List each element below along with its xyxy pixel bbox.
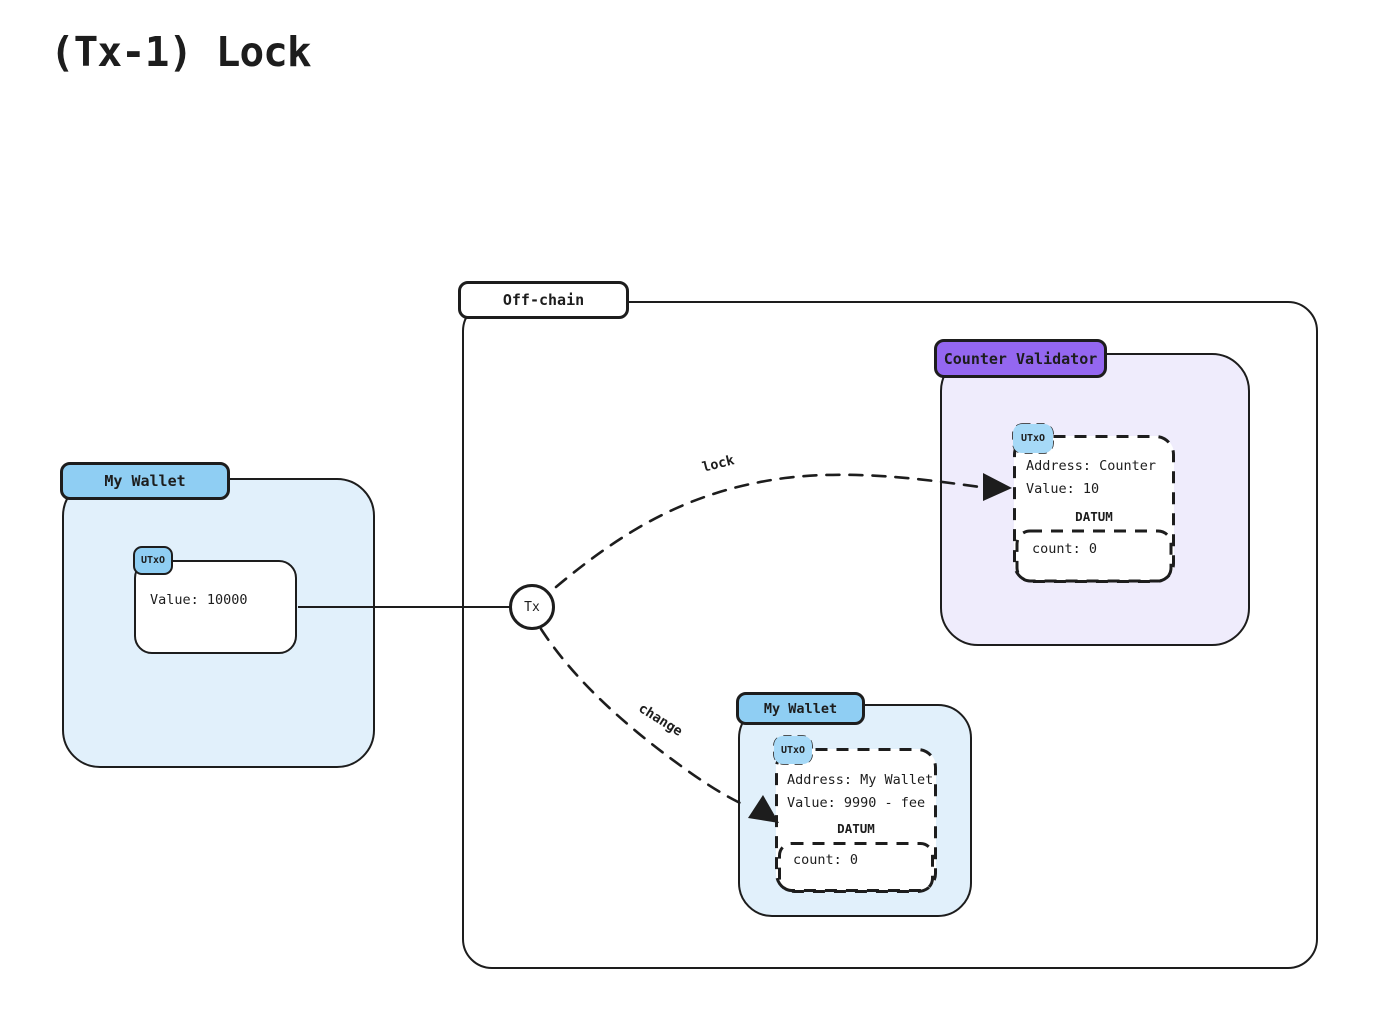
cv-utxo-address: Address: Counter [1026,458,1157,474]
wc-utxo-address: Address: My Wallet [787,772,934,788]
cv-datum-fields: count: 0 [1032,541,1098,557]
wc-utxo-value: Value: 9990 - fee [787,795,926,811]
tx-node: Tx [509,584,555,630]
wallet-input-label: My Wallet [60,462,230,500]
cv-datum-label: DATUM [1075,509,1113,524]
wc-utxo-chip: UTxO [774,736,812,764]
wallet-input-utxo-box [134,560,297,654]
wc-datum-label: DATUM [837,821,875,836]
counter-validator-label: Counter Validator [934,339,1107,378]
diagram-title: (Tx-1) Lock [50,28,312,76]
offchain-container [462,301,1318,969]
cv-utxo-value: Value: 10 [1026,481,1100,497]
wc-datum-fields: count: 0 [793,852,859,868]
wallet-input-utxo-value: Value: 10000 [150,592,248,608]
cv-utxo-chip: UTxO [1013,424,1053,453]
offchain-label: Off-chain [458,281,629,319]
wallet-change-label: My Wallet [736,692,865,725]
wallet-input-utxo-chip: UTxO [133,546,173,575]
